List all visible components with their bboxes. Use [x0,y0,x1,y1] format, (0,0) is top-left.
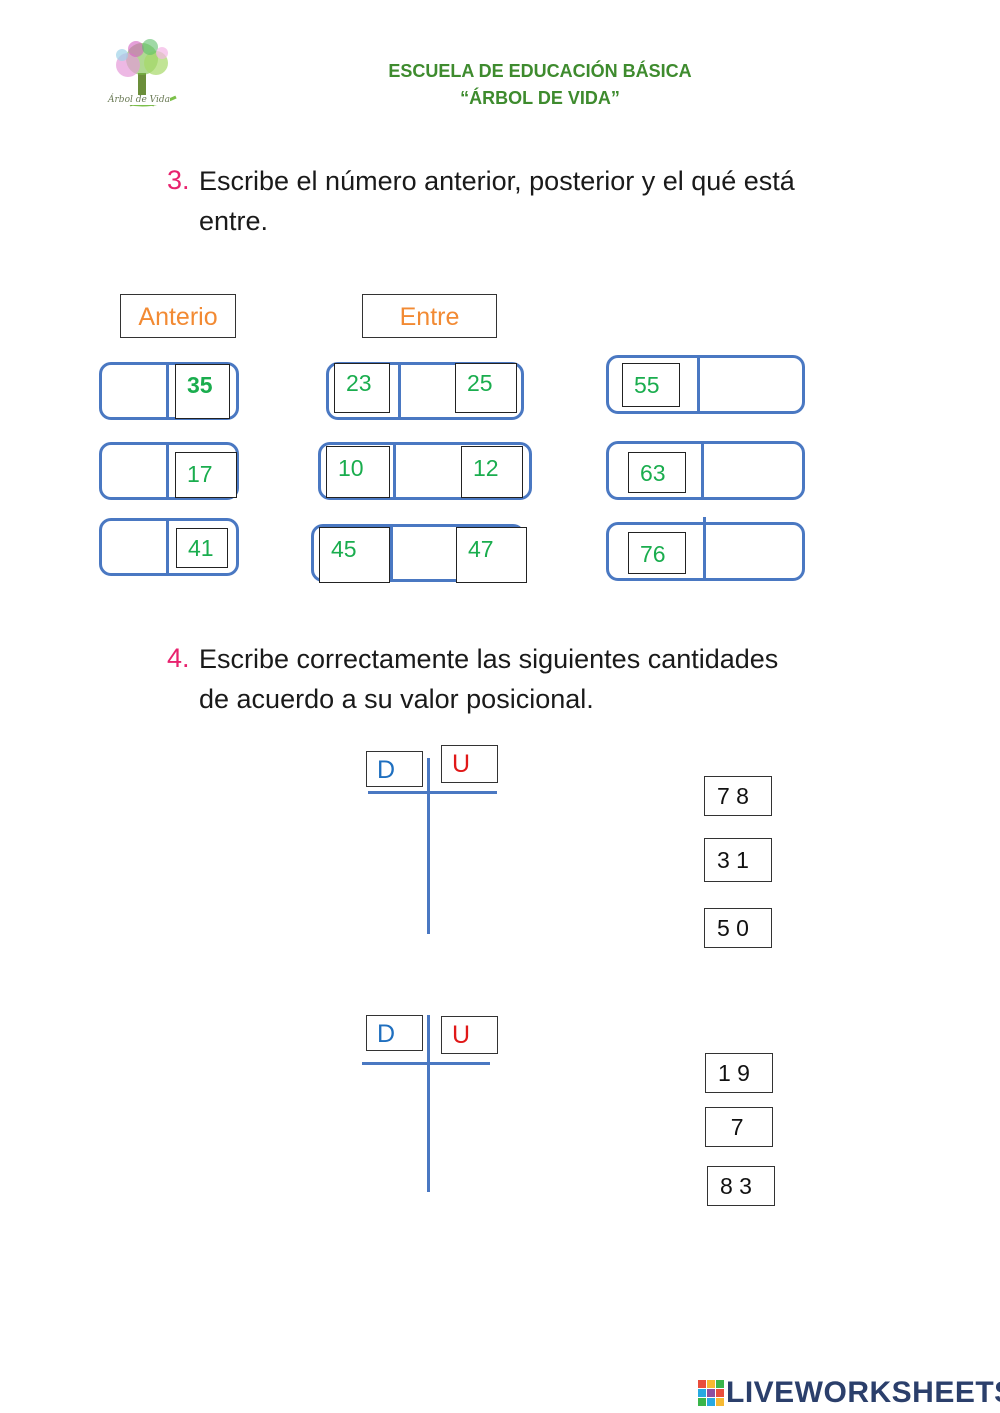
logo-caption: Árbol de Vida [108,95,171,105]
divider-line [701,441,704,500]
anterior-frame [99,518,239,576]
chart-vertical-line [427,1015,430,1192]
given-number: 17 [175,452,237,498]
anterior-answer-field[interactable] [103,522,165,572]
entre-frame [326,362,524,420]
entre-frame [318,442,532,500]
quantity-card[interactable]: 8 3 [707,1166,775,1206]
brand-name: LIVEWORKSHEETS [726,1376,1000,1409]
given-left-number: 45 [319,527,390,583]
divider-line [697,355,700,414]
school-logo: Árbol de Vida [100,35,185,123]
posterior-frame [606,355,805,414]
label-anterior: Anterio [120,294,236,338]
tens-label: D [366,751,423,787]
posterior-answer-field[interactable] [709,526,801,577]
quantity-card[interactable]: 5 0 [704,908,772,948]
question-4-number: 4. [167,643,190,673]
chart-vertical-line [427,758,430,934]
chart-horizontal-line [368,791,497,794]
tens-drop-area[interactable] [366,1068,424,1190]
anterior-frame [99,442,239,500]
school-name-line2: “ÁRBOL DE VIDA” [460,88,620,108]
given-number: 35 [175,364,230,419]
divider-line [703,517,706,579]
given-right-number: 25 [455,363,517,413]
units-drop-area[interactable] [434,1068,488,1190]
quantity-card[interactable]: 3 1 [704,838,772,882]
tens-label: D [366,1015,423,1051]
anterior-answer-field[interactable] [103,366,165,416]
divider-line [393,442,396,500]
anterior-frame [99,362,239,420]
school-name-line1: ESCUELA DE EDUCACIÓN BÁSICA [388,61,692,81]
given-number: 76 [628,532,686,574]
liveworksheets-logo-icon [698,1380,724,1406]
posterior-answer-field[interactable] [707,445,801,496]
question-4-text-line2: de acuerdo a su valor posicional. [199,684,594,714]
posterior-answer-field[interactable] [703,359,801,410]
given-left-number: 23 [334,363,390,413]
units-label: U [441,1016,498,1054]
question-3-text-line2: entre. [199,206,269,236]
tree-logo-icon [109,39,177,107]
quantity-card[interactable]: 7 [705,1107,773,1147]
units-label: U [441,745,498,783]
given-number: 55 [622,363,680,407]
entre-answer-field[interactable] [395,528,453,578]
anterior-answer-field[interactable] [103,446,165,496]
divider-line [390,524,393,582]
divider-line [166,518,169,576]
given-number: 41 [176,528,228,568]
given-number: 63 [628,452,686,493]
posterior-frame [606,441,805,500]
units-drop-area[interactable] [434,798,494,932]
quantity-card[interactable]: 1 9 [705,1053,773,1093]
tens-drop-area[interactable] [370,798,424,932]
liveworksheets-brand: LIVEWORKSHEETS [698,1376,1000,1410]
divider-line [166,362,169,420]
label-entre: Entre [362,294,497,338]
question-3-number: 3. [167,165,190,195]
entre-answer-field[interactable] [398,446,456,496]
divider-line [398,362,401,420]
entre-answer-field[interactable] [402,366,452,416]
given-left-number: 10 [326,446,390,498]
chart-horizontal-line [362,1062,490,1065]
given-right-number: 47 [456,527,527,583]
question-3-text-line1: Escribe el número anterior, posterior y … [199,166,795,196]
given-right-number: 12 [461,446,523,498]
question-4-text-line1: Escribe correctamente las siguientes can… [199,644,779,674]
quantity-card[interactable]: 7 8 [704,776,772,816]
divider-line [166,442,169,500]
